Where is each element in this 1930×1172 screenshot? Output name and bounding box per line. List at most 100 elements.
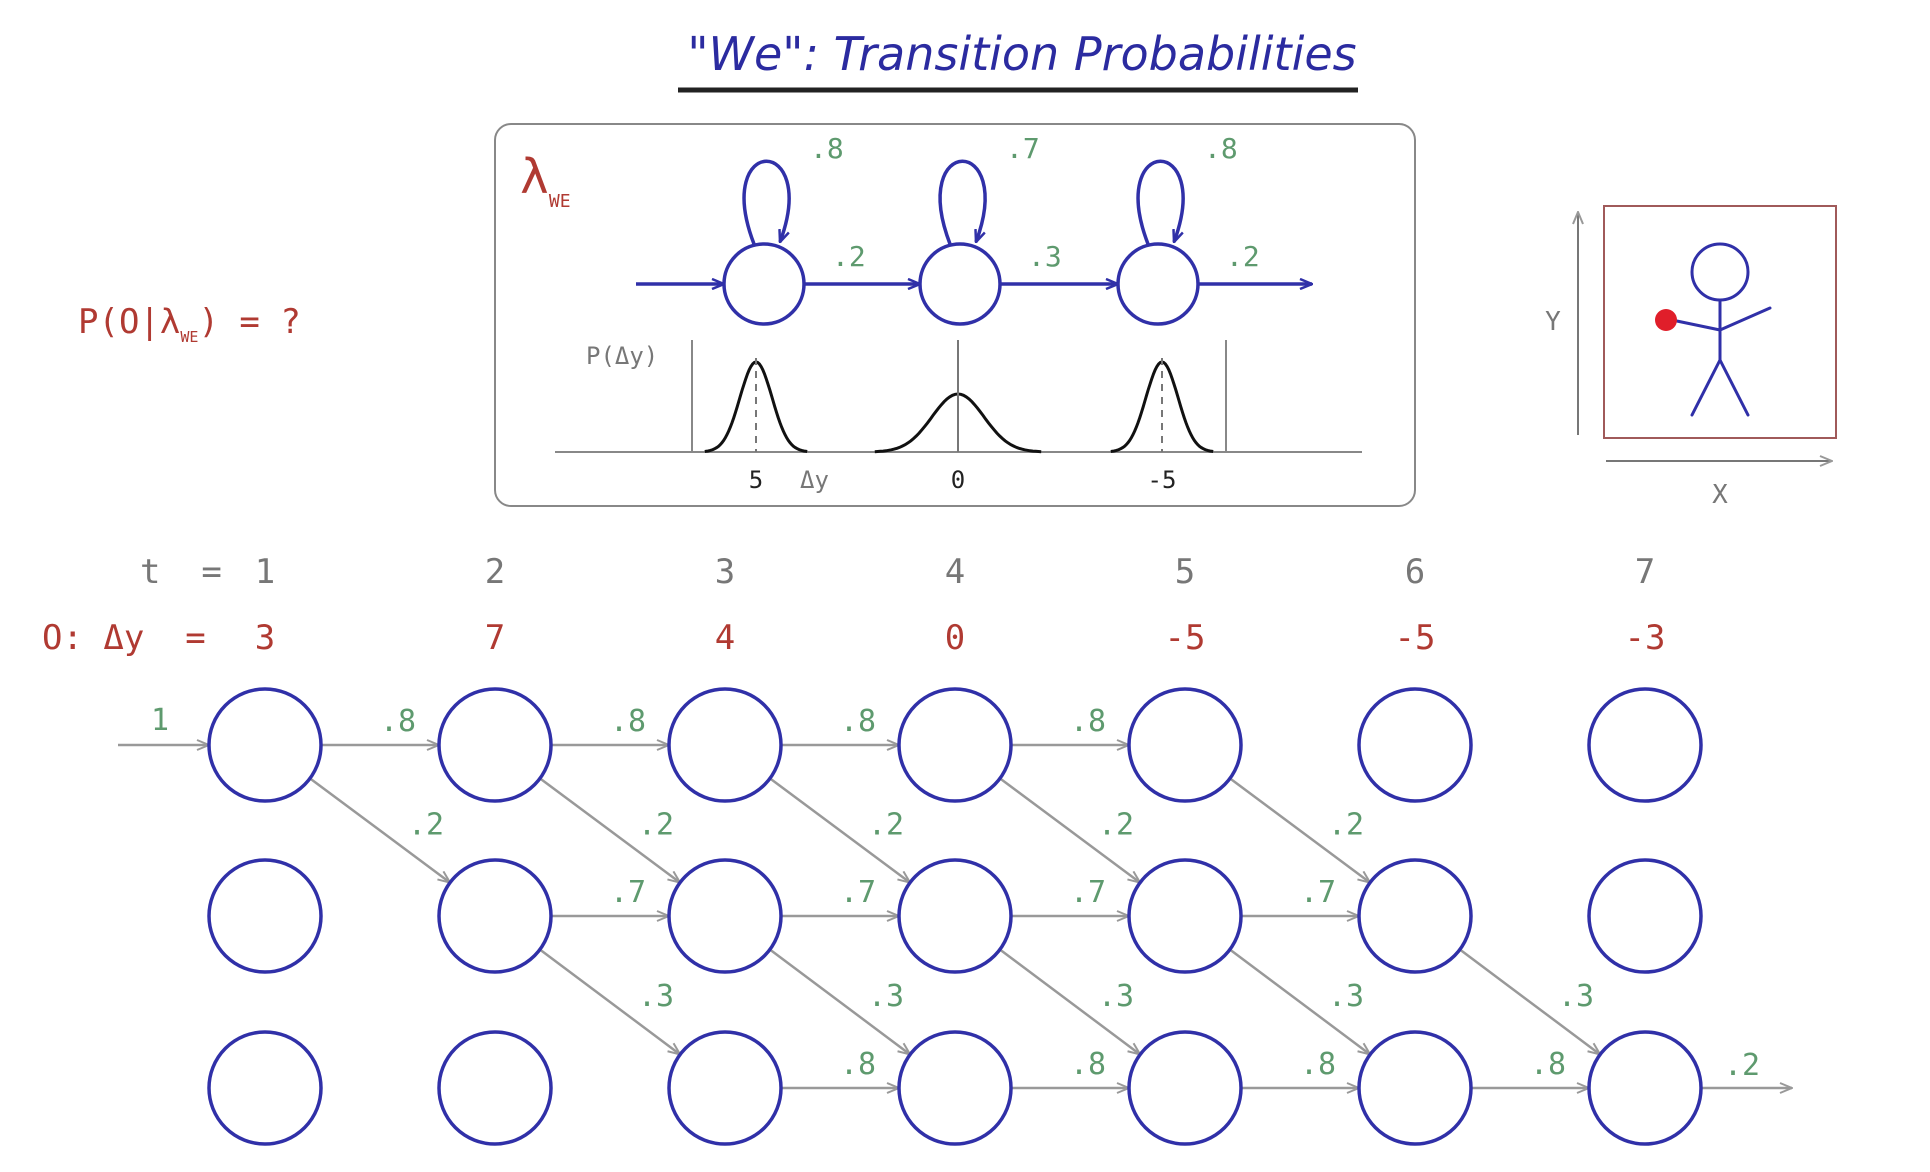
observation-value-2: 7 (485, 618, 505, 658)
emission-mean-1: 5 (749, 466, 763, 494)
figure-right-leg (1718, 358, 1750, 417)
model-self-loop-2 (938, 159, 987, 244)
time-step-6: 6 (1405, 552, 1425, 592)
trellis-edge-prob-15: .3 (868, 979, 904, 1014)
video-frame (1603, 205, 1837, 439)
trellis-edge-prob-8: .2 (1098, 808, 1134, 843)
trellis-node-t6-s1 (1357, 687, 1473, 803)
trellis-node-t2-s2 (437, 858, 553, 974)
time-row-label: t = (140, 552, 222, 592)
model-densities: P(Δy) Δy 5 0 -5 (555, 340, 1362, 494)
time-step-1: 1 (255, 552, 275, 592)
trellis-edge-14 (539, 948, 680, 1055)
question-lambda: λ (160, 302, 180, 342)
trellis-edge-9 (1229, 777, 1370, 882)
emission-mean-2: 0 (951, 466, 965, 494)
time-step-5: 5 (1175, 552, 1195, 592)
trellis-node-t6-s3 (1357, 1030, 1473, 1146)
hand-tracking-dot (1655, 309, 1677, 331)
observation-value-6: -5 (1395, 618, 1436, 658)
time-step-7: 7 (1635, 552, 1655, 592)
trellis-edge-prob-14: .3 (638, 979, 674, 1014)
trellis-edge-prob-1: .8 (380, 704, 416, 739)
model-box (494, 123, 1416, 507)
trellis-node-t4-s1 (897, 687, 1013, 803)
trellis-edge-18 (1459, 948, 1600, 1055)
trellis-edge-16 (999, 948, 1140, 1055)
observation-value-5: -5 (1165, 618, 1206, 658)
model-self-prob-3: .8 (1204, 132, 1238, 165)
model-state-3 (1116, 242, 1200, 326)
trellis-exit-prob: .2 (1724, 1048, 1760, 1083)
figure-left-arm (1670, 318, 1722, 332)
emission-mean-3: -5 (1148, 466, 1177, 494)
model-state-1 (722, 242, 806, 326)
model-lambda-symbol: λ (520, 149, 549, 205)
trellis-edge-prob-13: .7 (1300, 875, 1336, 910)
figure-left-leg (1690, 358, 1722, 417)
model-forward-prob-1: .2 (832, 240, 866, 273)
trellis-node-t1-s2 (207, 858, 323, 974)
trellis-node-t3-s3 (667, 1030, 783, 1146)
trellis-edge-prob-21: .8 (1300, 1047, 1336, 1082)
trellis-edge-15 (769, 948, 910, 1055)
trellis-node-t3-s1 (667, 687, 783, 803)
likelihood-question: P(O|λWE) = ? (78, 302, 301, 346)
density-axis-label: P(Δy) (586, 342, 658, 370)
figure-right-arm (1718, 306, 1772, 332)
model-lambda: λWE (520, 149, 571, 212)
observation-value-7: -3 (1625, 618, 1666, 658)
observation-value-4: 0 (945, 618, 965, 658)
y-axis-label: Y (1545, 307, 1561, 337)
trellis-edge-prob-7: .2 (868, 808, 904, 843)
model-self-loop-1 (742, 159, 791, 244)
trellis-node-t7-s1 (1587, 687, 1703, 803)
time-step-3: 3 (715, 552, 735, 592)
observation-value-1: 3 (255, 618, 275, 658)
question-suffix: ) = ? (198, 302, 300, 342)
trellis-node-t2-s1 (437, 687, 553, 803)
trellis-edge-prob-5: .2 (408, 808, 444, 843)
observation-values: 1 2 3 4 5 6 7 3 7 4 0 -5 -5 -3 (255, 552, 1666, 658)
model-self-prob-2: .7 (1006, 132, 1040, 165)
time-step-4: 4 (945, 552, 965, 592)
trellis-edge-prob-6: .2 (638, 808, 674, 843)
model-forward-prob-3: .2 (1226, 240, 1260, 273)
trellis-edge-prob-12: .7 (1070, 875, 1106, 910)
trellis-node-t3-s2 (667, 858, 783, 974)
delta-y-axis-label: Δy (800, 466, 829, 494)
trellis-edge-5 (309, 777, 450, 882)
trellis-node-t7-s2 (1587, 858, 1703, 974)
trellis-edge-6 (539, 777, 680, 882)
trellis-edge-prob-4: .8 (1070, 704, 1106, 739)
trellis-node-t1-s3 (207, 1030, 323, 1146)
model-self-loop-3 (1136, 159, 1185, 244)
trellis-edge-prob-3: .8 (840, 704, 876, 739)
trellis-node-t5-s2 (1127, 858, 1243, 974)
stick-figure (1670, 242, 1772, 417)
trellis-node-t1-s1 (207, 687, 323, 803)
trellis-edge-prob-19: .8 (840, 1047, 876, 1082)
trellis-edge-prob-18: .3 (1558, 979, 1594, 1014)
time-step-2: 2 (485, 552, 505, 592)
trellis-node-t7-s3 (1587, 1030, 1703, 1146)
trellis-edge-prob-10: .7 (610, 875, 646, 910)
question-lambda-sub: WE (180, 328, 198, 346)
model-lambda-sub: WE (549, 191, 571, 212)
trellis-node-t4-s3 (897, 1030, 1013, 1146)
trellis-edge-prob-9: .2 (1328, 808, 1364, 843)
trellis-node-t5-s1 (1127, 687, 1243, 803)
observation-value-3: 4 (715, 618, 735, 658)
model-states: .8.2.7.3.8.2 (636, 132, 1312, 326)
trellis-edge-8 (999, 777, 1140, 882)
trellis-node-t2-s3 (437, 1030, 553, 1146)
question-prefix: P(O| (78, 302, 160, 342)
trellis-start-prob: 1 (151, 703, 169, 738)
page-title: "We": Transition Probabilities (687, 27, 1356, 81)
observation-row-label: O: Δy = (42, 618, 206, 658)
trellis-edge-7 (769, 777, 910, 882)
trellis-edge-17 (1229, 948, 1370, 1055)
figure-head (1690, 242, 1750, 302)
